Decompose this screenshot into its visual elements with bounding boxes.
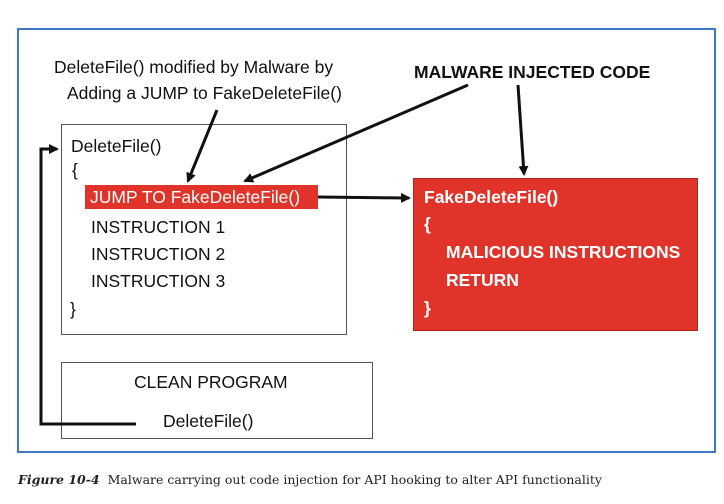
- fakedeletefile-box: [413, 178, 698, 331]
- jump-instruction: JUMP TO FakeDeleteFile(): [90, 187, 301, 207]
- fakedeletefile-open-brace: {: [424, 214, 431, 234]
- fakedeletefile-close-brace: }: [424, 298, 431, 318]
- instruction-3: INSTRUCTION 3: [91, 271, 226, 291]
- return-instruction: RETURN: [446, 270, 519, 290]
- deletefile-open-brace: {: [72, 160, 78, 180]
- figure-caption-text: Malware carrying out code injection for …: [107, 472, 602, 487]
- jump-highlight: [85, 185, 318, 209]
- clean-program-title: CLEAN PROGRAM: [134, 372, 288, 392]
- clean-program-box: [61, 362, 373, 439]
- arrow-injected-to-fake: [516, 84, 529, 176]
- annotation-right: MALWARE INJECTED CODE: [414, 62, 651, 82]
- arrow-annotation-to-jump: [186, 109, 219, 183]
- arrow-jump-to-fake: [317, 192, 411, 203]
- annotation-left-line2: Adding a JUMP to FakeDeleteFile(): [67, 83, 342, 103]
- figure-caption: Figure 10-4 Malware carrying out code inj…: [18, 472, 602, 487]
- malicious-instructions: MALICIOUS INSTRUCTIONS: [446, 242, 681, 262]
- arrow-injected-to-jump: [243, 83, 469, 183]
- deletefile-close-brace: }: [70, 299, 76, 319]
- annotation-left-line1: DeleteFile() modified by Malware by: [54, 57, 334, 77]
- fakedeletefile-header: FakeDeleteFile(): [424, 187, 559, 207]
- clean-program-call: DeleteFile(): [163, 411, 254, 431]
- instruction-2: INSTRUCTION 2: [91, 244, 226, 264]
- instruction-1: INSTRUCTION 1: [91, 217, 226, 237]
- figure-label: Figure 10-4: [18, 472, 100, 487]
- deletefile-header: DeleteFile(): [71, 136, 162, 156]
- loop-line-clean-to-deletefile: [39, 144, 136, 426]
